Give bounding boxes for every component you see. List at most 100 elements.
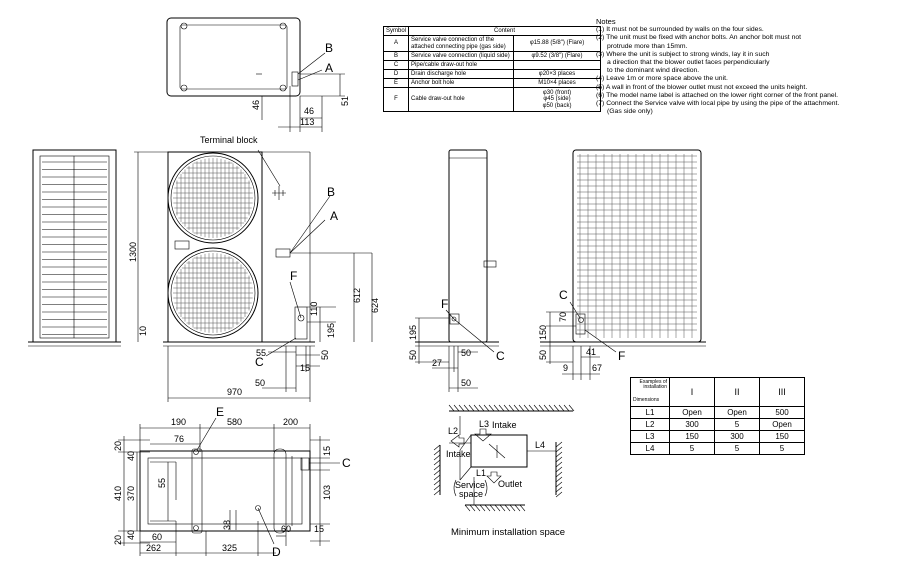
bottom-view: 190 580 200 76 E 20 40 410 370 55 40 20 [113, 405, 351, 559]
label-f-front: F [290, 269, 297, 283]
note-text: It must not be surrounded by walls on th… [606, 26, 764, 34]
label-f-back: F [618, 349, 625, 363]
table-row: D Drain discharge hole φ20×3 places [382, 69, 602, 79]
label-b-top: B [325, 41, 333, 55]
top-view: 46 46 51 113 B A [166, 17, 350, 132]
label-c-bottom: C [342, 456, 351, 470]
value-cell [513, 60, 602, 70]
label-c-back: C [559, 288, 568, 302]
table-row: C Pipe/cable draw-out hole [382, 60, 602, 70]
note-item: (6) The model name label is attached on … [596, 92, 918, 100]
note-item: (7) Connect the Service valve with local… [596, 100, 918, 108]
row-label: L2 [630, 418, 670, 431]
dim-top-113: 113 [300, 117, 314, 127]
table-cell: 150 [669, 430, 715, 443]
note-text: Where the unit is subject to strong wind… [606, 50, 770, 58]
note-number: (4) [596, 75, 605, 83]
label-intake-top: Intake [492, 420, 517, 430]
table-row: L3 150 300 150 [630, 430, 805, 443]
note-text: Leave 1m or more space above the unit. [606, 75, 728, 83]
dim-bot-15a: 15 [322, 446, 332, 456]
symbol-table: Symbol Content A Service valve connectio… [382, 26, 602, 112]
note-continuation: to the dominant wind direction. [607, 67, 700, 75]
dim-bot-103: 103 [322, 485, 332, 500]
note-text: A wall in front of the blower outlet mus… [605, 83, 808, 91]
dim-top-46b: 46 [304, 106, 314, 116]
dim-front-624: 624 [370, 298, 380, 313]
dim-bot-40a: 40 [126, 451, 136, 461]
label-l4: L4 [535, 440, 545, 450]
dim-back-70: 70 [558, 312, 568, 322]
table-cell: Open [669, 406, 715, 419]
label-space: space [459, 489, 483, 499]
dim-front-970: 970 [227, 387, 242, 397]
label-l1: L1 [476, 468, 486, 478]
note-text: The model name label is attached on the … [606, 91, 839, 99]
dim-bot-55: 55 [157, 478, 167, 488]
value-cell: φ15.88 (5/8") (Flare) [513, 35, 602, 52]
dim-back-150: 150 [538, 325, 548, 340]
table-corner: Examples of installation Dimensions [630, 377, 670, 407]
dim-front-612: 612 [352, 288, 362, 303]
table-row: B Service valve connection (liquid side)… [382, 51, 602, 61]
content-cell: Pipe/cable draw-out hole [408, 60, 515, 70]
installation-examples-table: Examples of installation Dimensions I II… [630, 377, 805, 455]
note-continuation: a direction that the blower outlet faces… [607, 59, 770, 67]
dim-bot-60b: 60 [281, 524, 291, 534]
label-f-side: F [441, 297, 448, 311]
label-intake-left: Intake [446, 449, 471, 459]
right-side-view: F C 195 50 50 27 50 [408, 149, 505, 392]
note-item: (3) Where the unit is subject to strong … [596, 51, 918, 59]
dim-front-50b: 50 [255, 378, 265, 388]
table-cell: 5 [714, 442, 760, 455]
table-row: L4 5 5 5 [630, 442, 805, 455]
dim-back-9: 9 [563, 363, 568, 373]
note-item: (4) Leave 1m or more space above the uni… [596, 75, 918, 83]
dim-bot-325: 325 [222, 543, 237, 553]
content-cell: Cable draw-out hole [408, 87, 515, 112]
note-item: (1) It must not be surrounded by walls o… [596, 26, 918, 34]
note-number: (5) [596, 83, 605, 91]
note-continuation: (Gas side only) [607, 108, 653, 116]
symbol-table-header: Symbol Content [382, 26, 602, 36]
corner-examples-label: Examples of installation [639, 379, 667, 390]
examples-header-row: Examples of installation Dimensions I II… [630, 377, 805, 407]
table-row: E Anchor bolt hole M10×4 places [382, 78, 602, 88]
note-item: (5) A wall in front of the blower outlet… [596, 84, 918, 92]
table-cell: 150 [759, 430, 805, 443]
table-cell: 500 [759, 406, 805, 419]
note-text: The unit must be fixed with anchor bolts… [606, 34, 802, 42]
note-item: (2) The unit must be fixed with anchor b… [596, 34, 918, 42]
dim-side-50b: 50 [461, 348, 471, 358]
column-header: II [714, 377, 760, 407]
table-cell: Open [714, 406, 760, 419]
label-c-side: C [496, 349, 505, 363]
row-label: L4 [630, 442, 670, 455]
dim-back-67: 67 [592, 363, 602, 373]
content-cell: Service valve connection (liquid side) [408, 51, 515, 61]
value-cell: M10×4 places [513, 78, 602, 88]
label-service: Service [455, 480, 485, 490]
dim-bot-262: 262 [146, 543, 161, 553]
table-cell: 300 [669, 418, 715, 431]
dim-back-41: 41 [586, 347, 596, 357]
back-view: C F 70 150 50 41 9 67 [538, 149, 706, 380]
dim-front-1300: 1300 [128, 242, 138, 262]
table-cell: 5 [759, 442, 805, 455]
dim-bot-190: 190 [171, 417, 186, 427]
content-cell: Service valve connection of the attached… [408, 35, 515, 52]
label-e: E [216, 405, 224, 419]
dim-bot-20a: 20 [113, 441, 123, 451]
dim-front-195: 195 [326, 323, 336, 338]
dim-side-27: 27 [432, 358, 442, 368]
label-b-front: B [327, 185, 335, 199]
value-cell: φ20×3 places [513, 69, 602, 79]
dim-bot-38: 38 [222, 520, 232, 530]
dim-bot-60a: 60 [152, 532, 162, 542]
label-a-top: A [325, 61, 333, 75]
symbol-cell: E [382, 78, 410, 88]
dim-bot-20b: 20 [113, 535, 123, 545]
dim-bot-580: 580 [227, 417, 242, 427]
table-row: L2 300 5 Open [630, 418, 805, 431]
label-terminal-block: Terminal block [200, 135, 258, 145]
